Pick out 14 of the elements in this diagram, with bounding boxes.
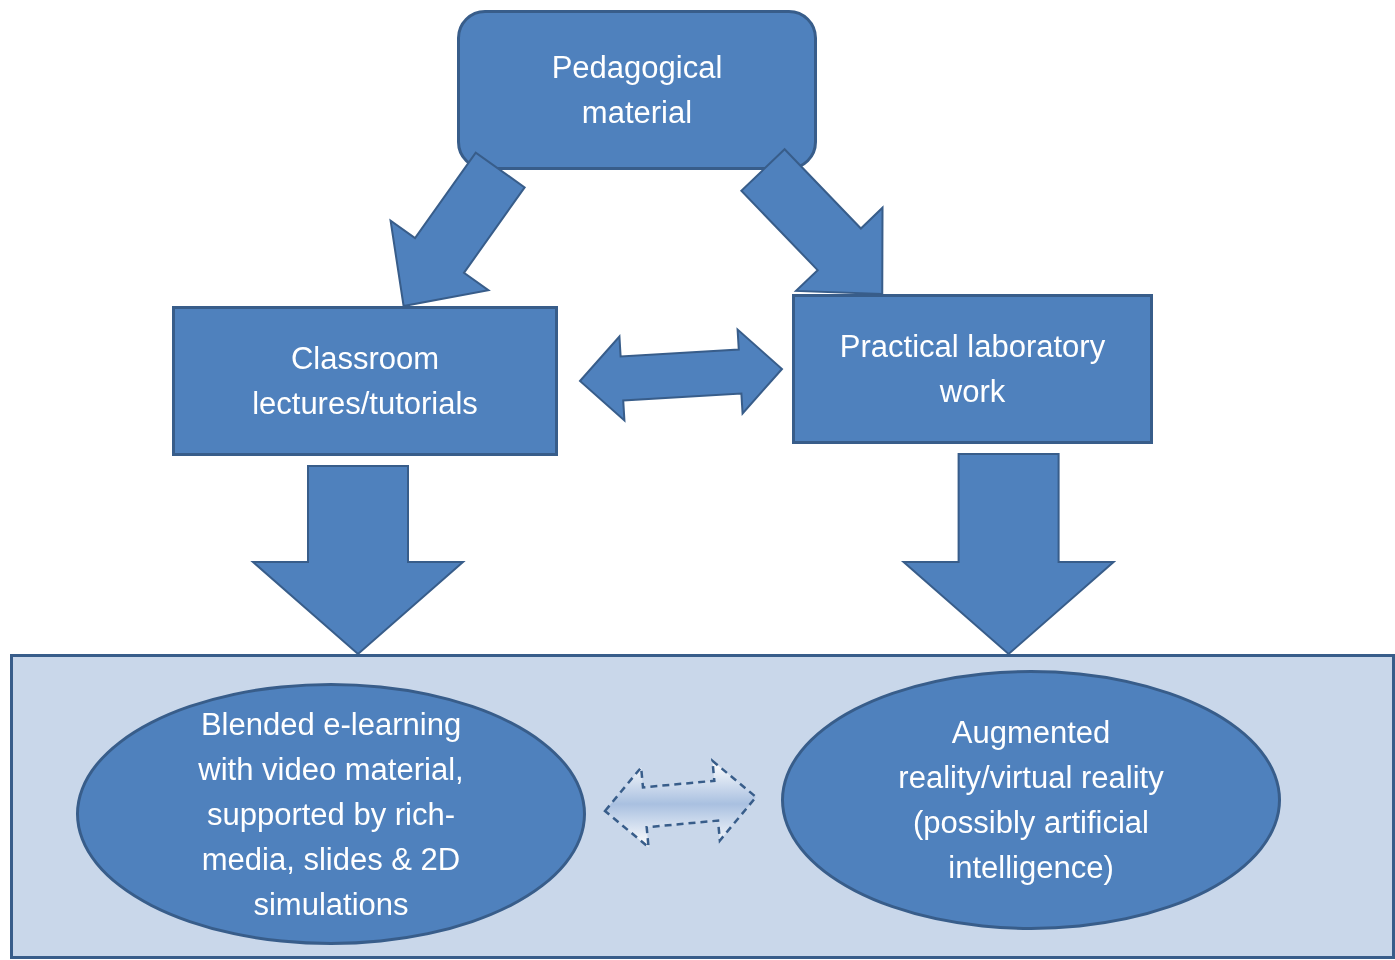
process-box bbox=[792, 294, 1153, 444]
node-label: Pedagogical material bbox=[550, 49, 724, 132]
band-panel bbox=[10, 654, 1395, 959]
process-box bbox=[172, 306, 558, 456]
block-arrow bbox=[739, 147, 884, 296]
block-arrow bbox=[250, 465, 466, 656]
node-label: Augmented reality/virtual reality (possibly artificial intelligence) bbox=[897, 714, 1165, 887]
rounded-box bbox=[457, 10, 817, 170]
node-label: Classroom lectures/tutorials bbox=[251, 340, 479, 423]
node-label: Blended e-learning with video material, supported by rich-media, slides & 2D simulations bbox=[197, 705, 465, 924]
block-arrow bbox=[578, 327, 784, 423]
block-arrow bbox=[900, 453, 1117, 656]
block-arrow bbox=[389, 151, 527, 308]
node-label: Practical laboratory work bbox=[838, 328, 1107, 411]
